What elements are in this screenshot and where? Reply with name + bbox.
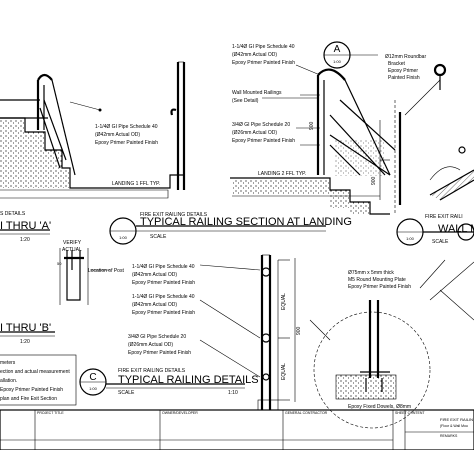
wall-bubble-scale: 1:00 [406, 236, 415, 241]
verify-actual-label: ACTUAL [62, 247, 82, 253]
landing-1-label: LANDING 1 FFL TYP. [112, 181, 160, 187]
details-title-sub: FIRE EXIT RAILING DETAILS [118, 368, 186, 374]
center-dim-900: 900 [309, 121, 315, 130]
left-a-title: I THRU 'A' [0, 220, 51, 232]
details-bubble-scale: 1:00 [89, 386, 98, 391]
rd-pipe40b-1: 1-1/4Ø GI Pipe Schedule 40 [132, 294, 195, 300]
center-pipe20-3: Epoxy Primer Painted Finish [232, 138, 295, 144]
wall-mounted-railings: Wall Mounted Railings [232, 90, 282, 96]
notes-line-4: Epoxy Primer Painted Finish [0, 387, 63, 393]
tb-owner: OWNER/DEVELOPER [162, 411, 198, 415]
post-dim-50: 50 [57, 261, 62, 266]
callout-a-scale: 1:00 [333, 59, 342, 64]
tb-remarks: REMARKS [440, 434, 458, 438]
center-pipe20-1: 3/4Ø GI Pipe Schedule 20 [232, 122, 290, 128]
wall-title-sub: FIRE EXIT RAILI [425, 214, 463, 220]
bracket-note-2: Bracket [388, 61, 406, 67]
tb-project-title: PROJECT TITLE [37, 411, 64, 415]
right-wall-title [396, 218, 474, 246]
landing-scale-word: SCALE [150, 234, 167, 240]
rd-pipe40b-3: Epoxy Primer Painted Finish [132, 310, 195, 316]
rd-pipe20-2: (Ø26mm Actual OD) [128, 342, 173, 348]
left-a-scale: 1:20 [20, 237, 30, 243]
bracket-note-1: Ø12mm Roundbar [385, 54, 426, 60]
dowels-note: Epoxy Fixed Dowels, Ø8mm [348, 404, 411, 410]
left-title-b [0, 331, 55, 337]
rd-pipe40b-2: (Ø42mm Actual OD) [132, 302, 177, 308]
center-pipe40-1: 1-1/4Ø GI Pipe Schedule 40 [232, 44, 295, 50]
details-bubble-letter: C [89, 372, 96, 383]
bracket-note-3: Epoxy Primer [388, 68, 418, 74]
verify-label: VERIFY [63, 240, 82, 246]
left-pipe-note-3: Epoxy Primer Painted Finish [95, 140, 158, 146]
bracket-note-4: Painted Finish [388, 75, 420, 81]
left-b-title: I THRU 'B' [0, 322, 51, 334]
callout-a [323, 41, 378, 69]
callout-a-letter: A [334, 44, 341, 55]
left-pipe-note-1: 1-1/4Ø GI Pipe Schedule 40 [95, 124, 158, 130]
rd-pipe20-1: 3/4Ø GI Pipe Schedule 20 [128, 334, 186, 340]
tb-contractor: GENERAL CONTRACTOR [285, 411, 328, 415]
notes-block [0, 354, 77, 406]
center-railing-section [170, 64, 396, 215]
plate-note-1: Ø75mm x 5mm thick [348, 270, 394, 276]
landing-2-label: LANDING 2 FFL TYP. [258, 171, 306, 177]
center-pipe40-2: (Ø42mm Actual OD) [232, 52, 277, 58]
tb-sheet-1: FIRE EXIT RAILIN [440, 417, 473, 422]
rd-pipe40-3: Epoxy Primer Painted Finish [132, 280, 195, 286]
rd-pipe20-3: Epoxy Primer Painted Finish [128, 350, 191, 356]
mounting-plate-detail [309, 259, 474, 429]
left-b-scale: 1:20 [20, 339, 30, 345]
details-scale-value: 1:10 [228, 390, 238, 396]
landing-bubble-scale: 1:00 [119, 235, 128, 240]
details-title-main: TYPICAL RAILING DETAILS [118, 374, 259, 386]
plate-note-3: Epoxy Primer Painted Finish [348, 284, 411, 290]
wall-scale-word: SCALE [432, 239, 449, 245]
post-detail [59, 248, 110, 305]
plate-note-2: M5 Round Mounting Plate [348, 277, 406, 283]
title-block [0, 409, 474, 474]
rd-dim-900: 900 [296, 326, 302, 335]
tb-sheet-2: (Floor & Wall Mou [440, 424, 468, 428]
rd-equal-1: EQUAL [281, 293, 287, 310]
left-pipe-note-2: (Ø42mm Actual OD) [95, 132, 140, 138]
landing-title-sub: FIRE EXIT RAILING DETAILS [140, 212, 208, 218]
right-dim-900: 900 [371, 176, 377, 185]
railing-details-drawing [199, 254, 296, 411]
rd-pipe40-1: 1-1/4Ø GI Pipe Schedule 40 [132, 264, 195, 270]
wall-railing-see-detail: (See Detail) [232, 98, 259, 104]
center-pipe20-2: (Ø26mm Actual OD) [232, 130, 277, 136]
rd-pipe40-2: (Ø42mm Actual OD) [132, 272, 177, 278]
center-pipe40-3: Epoxy Primer Painted Finish [232, 60, 295, 66]
left-title-a [0, 229, 50, 235]
notes-line-1: meters [0, 360, 16, 366]
left-a-sub: S DETAILS [0, 211, 26, 217]
tb-sheet-content: SHEET CONTENT [395, 411, 425, 415]
left-stair-section [0, 61, 186, 199]
rd-equal-2: EQUAL [281, 363, 287, 380]
landing-title-main: TYPICAL RAILING SECTION AT LANDING [140, 216, 352, 228]
notes-line-3: allation. [0, 378, 17, 384]
details-scale-word: SCALE [118, 390, 135, 396]
title-landing-block [109, 217, 326, 245]
title-details-block [79, 368, 245, 396]
notes-line-5: plan and Fire Exit Section [0, 396, 57, 402]
notes-line-2: ection and actual measurement [0, 369, 70, 375]
wall-title-main: WALL M [438, 223, 474, 235]
location-of-post: Location of Post [88, 268, 124, 274]
